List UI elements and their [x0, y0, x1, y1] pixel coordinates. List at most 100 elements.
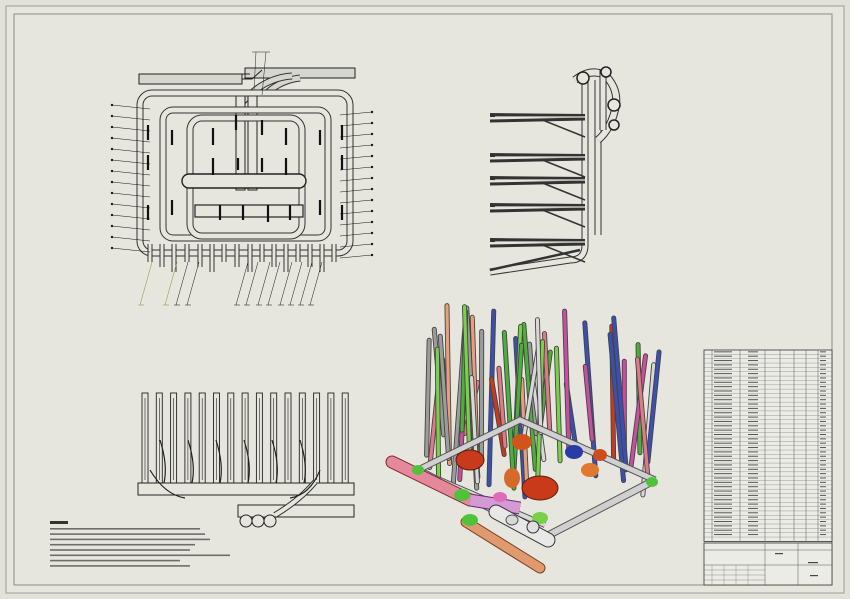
balloon-dot [370, 187, 374, 191]
bom-cell-text [714, 460, 732, 462]
bom-cell-text [820, 394, 826, 396]
note-line [50, 528, 200, 530]
bom-cell-text [714, 534, 732, 536]
bom-cell-text [714, 399, 732, 401]
leader-line [289, 261, 303, 306]
bom-cell-text [820, 368, 826, 370]
leader-line [339, 177, 373, 182]
bom-cell-text [748, 451, 758, 453]
balloon-dot [110, 213, 114, 217]
iso-upright [535, 318, 543, 435]
leader-line [111, 137, 151, 143]
iso-upright [542, 331, 552, 434]
leader-line [111, 148, 151, 154]
bom-cell-text [748, 416, 758, 418]
note-line [50, 538, 210, 541]
bom-cell-text [820, 434, 826, 435]
leader-line [339, 243, 373, 248]
bom-cell-text [714, 373, 732, 375]
bom-cell-text [748, 516, 758, 518]
leader-line [111, 225, 151, 231]
leader-line [111, 115, 151, 121]
balloon-dot [370, 231, 374, 235]
bom-cell-text [714, 473, 732, 475]
bom-cell-text [748, 364, 758, 366]
bom-cell-text [820, 529, 826, 531]
bom-cell-text [820, 516, 826, 518]
leader-line [339, 221, 373, 226]
bom-cell-text [820, 355, 826, 357]
bom-cell-text [820, 499, 826, 501]
bom-cell-text [748, 490, 758, 492]
balloon-dot [370, 198, 374, 202]
bom-cell-text [820, 438, 826, 440]
bom-cell-text [820, 490, 826, 492]
upright-bend [243, 439, 250, 484]
balloon-dot [370, 121, 374, 125]
bom-cell-text [714, 355, 732, 357]
iso-upright [635, 357, 650, 478]
balloon-dot [110, 169, 114, 173]
leader-line [139, 261, 153, 306]
top-view [110, 51, 374, 306]
bom-cell-text [748, 438, 758, 440]
bom-cell-text [748, 481, 758, 483]
title-block [703, 542, 833, 586]
bom-cell-text [748, 494, 758, 496]
bom-cell-text [714, 451, 732, 453]
bom-cell-text [714, 360, 732, 362]
leader-line [111, 214, 151, 220]
bom-cell-text [714, 438, 732, 440]
bom-cell-text [714, 403, 732, 405]
upright-bend [299, 439, 306, 484]
bom-cell-text [748, 368, 758, 370]
bom-cell-text [714, 464, 732, 466]
bom-cell-text [748, 477, 758, 479]
iso-upright [438, 334, 451, 460]
bom-cell-text [714, 429, 732, 431]
bom-cell-text [820, 364, 826, 366]
bom-cell-text [714, 442, 732, 444]
bom-cell-text [748, 534, 758, 536]
bom-cell-text [820, 486, 826, 488]
leader-line [339, 155, 373, 160]
bom-cell-text [820, 521, 826, 522]
bom-cell-text [748, 403, 758, 405]
upright-bend [159, 439, 166, 484]
bom-cell-text [820, 425, 826, 427]
bom-cell-text [714, 512, 732, 514]
side-tube [489, 180, 586, 186]
bom-cell-text [714, 420, 732, 422]
bom-cell-text [714, 447, 732, 449]
leader-line [111, 126, 151, 132]
bom-cell-text [748, 429, 758, 431]
balloon-dot [370, 110, 374, 114]
leader-line [111, 203, 151, 209]
leader-line [164, 261, 178, 306]
leader-line [339, 210, 373, 215]
bom-cell-text [820, 477, 826, 479]
bom-cell-text [748, 377, 758, 379]
bom-cell-text [748, 412, 758, 414]
bom-cell-text [748, 525, 758, 527]
side-tube-branch [539, 158, 586, 178]
bom-cell-text [748, 447, 758, 449]
leader-line [339, 188, 373, 193]
bom-cell-text [820, 503, 826, 505]
bom-cell-text [714, 368, 732, 370]
bom-cell-text [820, 351, 826, 353]
leader-line [267, 261, 281, 306]
bom-cell-text [714, 381, 732, 383]
leader-line [257, 261, 271, 306]
bom-cell-text [820, 373, 826, 375]
note-line [50, 565, 190, 567]
bom-cell-text [748, 373, 758, 375]
balloon-dot [370, 209, 374, 213]
balloon-dot [110, 246, 114, 250]
bom-cell-text [748, 460, 758, 462]
bom-cell-text [748, 351, 758, 353]
note-line [50, 559, 180, 562]
iso-upright [608, 332, 626, 483]
iso-upright [424, 338, 431, 457]
bom-cell-text [820, 360, 826, 362]
